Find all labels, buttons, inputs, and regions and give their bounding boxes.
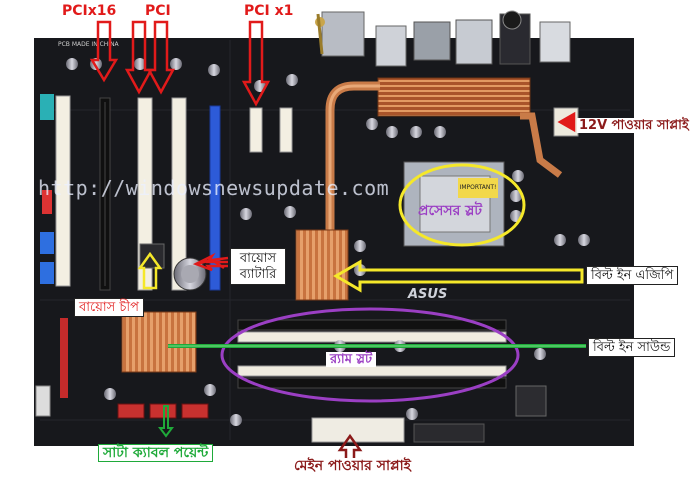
pci-label: PCI <box>145 3 171 19</box>
red-arrows <box>89 20 576 272</box>
red-header <box>42 190 52 214</box>
ram-highlight <box>220 307 520 403</box>
ram-slot-label: র‍্যাম স্লট <box>326 352 377 367</box>
processor-slot-label: প্রসেসর স্লট <box>418 203 483 219</box>
watermark-url: http://windowsnewsupdate.com <box>38 176 390 200</box>
ram-slots <box>237 319 507 389</box>
builtin-sound-label: বিল্ট ইন সাউন্ড <box>588 338 676 357</box>
asus-logo: ASUS <box>407 287 447 302</box>
blue-header-1 <box>40 232 54 254</box>
socket-sticker-text: IMPORTANT! <box>460 184 497 191</box>
bios-battery-label: বায়োস ব্যাটারি <box>230 248 286 286</box>
red-connector <box>60 318 68 398</box>
rear-io-panel <box>315 10 571 67</box>
sata-cable-label: সাটা ক্যাবল পয়েন্ট <box>98 444 214 462</box>
northbridge-heatsink <box>295 229 349 301</box>
processor-highlight <box>398 163 526 247</box>
power-12v-label: 12V পাওয়ার সাপ্লাই <box>577 118 691 133</box>
bios-battery-label-line1: বায়োস <box>239 251 277 266</box>
southbridge-heatsink <box>121 311 197 373</box>
vrm-heatsink <box>377 77 531 117</box>
builtin-agp-label: বিল্ট ইন এজিপি <box>586 266 679 285</box>
pcix1-label: PCI x1 <box>244 3 294 19</box>
atx-24pin-connector <box>311 417 405 443</box>
expansion-slots <box>55 95 293 291</box>
bios-chip-label: বায়োস চীপ <box>74 298 144 317</box>
bios-chip-arrow <box>137 251 163 290</box>
blue-header-2 <box>40 262 54 284</box>
sata-arrow <box>158 405 174 438</box>
agp-arrow <box>333 259 584 293</box>
board-silkscreen: PCB MADE IN CHINA <box>58 41 120 48</box>
sata-ports <box>117 403 209 419</box>
main-power-label: মেইন পাওয়ার সাপ্লাই <box>290 458 415 474</box>
cyan-header <box>40 94 54 120</box>
bios-battery-label-line2: ব্যাটারি <box>239 266 277 282</box>
pcix16-label: PCIx16 <box>62 3 117 19</box>
